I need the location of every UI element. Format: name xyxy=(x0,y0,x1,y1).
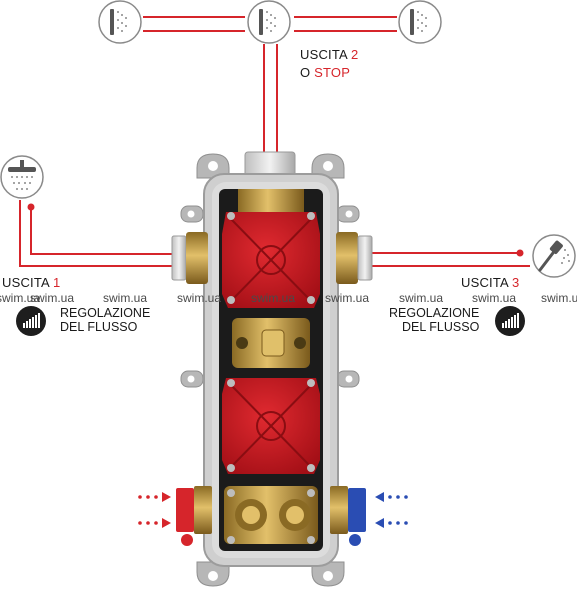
connection-lines xyxy=(19,16,530,267)
flow-right-line2: DEL FLUSSO xyxy=(401,320,480,334)
outlet-1-word: USCITA xyxy=(2,275,50,290)
flow-bars-icon xyxy=(502,313,519,328)
outlet-2-stop: STOP xyxy=(314,65,351,80)
watermark: swim.ua xyxy=(30,291,75,305)
watermark: swim.ua xyxy=(472,291,517,305)
cold-water-inlet xyxy=(330,486,366,546)
outlet-2-or: O xyxy=(300,65,311,80)
outlet-2-stop-label: O STOP xyxy=(300,65,350,80)
top-right-shower-icon xyxy=(398,0,442,44)
right-outlet-fitting xyxy=(336,232,373,284)
upper-red-cap xyxy=(222,212,320,308)
outlet-3-label: USCITA 3 xyxy=(461,275,519,290)
watermark: swim.ua xyxy=(0,291,41,305)
outlet-2-number: 2 xyxy=(351,47,359,62)
watermark: swim.ua xyxy=(103,291,148,305)
outlet-3-dot xyxy=(516,249,524,257)
watermark: swim.ua xyxy=(325,291,370,305)
flow-regulation-icon xyxy=(16,306,46,336)
outlet-2-label: USCITA 2 xyxy=(300,47,358,62)
outlet-3-number: 3 xyxy=(512,275,520,290)
flow-bars-icon xyxy=(23,313,40,328)
outlet-2-word: USCITA xyxy=(300,47,348,62)
hot-inlet-arrows xyxy=(138,492,171,528)
brass-inlet-block xyxy=(224,486,318,544)
watermark: swim.ua xyxy=(541,291,577,305)
flow-left-line2: DEL FLUSSO xyxy=(60,320,138,334)
brass-middle-section xyxy=(232,318,310,368)
watermark: swim.ua xyxy=(251,291,296,305)
flow-regulation-left-label: REGOLAZIONE DEL FLUSSO xyxy=(60,306,150,334)
top-center-shower-icon xyxy=(247,0,291,44)
watermark: swim.ua xyxy=(177,291,222,305)
flow-regulation-icon xyxy=(495,306,525,336)
watermark: swim.ua xyxy=(399,291,444,305)
outlet-3-word: USCITA xyxy=(461,275,509,290)
hand-shower-icon xyxy=(532,234,576,278)
overhead-shower-icon xyxy=(0,155,44,199)
lower-red-cap xyxy=(222,378,320,474)
left-outlet-fitting xyxy=(171,232,208,284)
hot-water-inlet xyxy=(176,486,212,546)
flow-regulation-right-label: REGOLAZIONE DEL FLUSSO xyxy=(389,306,479,334)
outlet-1-number: 1 xyxy=(53,275,61,290)
flow-right-line1: REGOLAZIONE xyxy=(389,306,480,320)
cold-inlet-arrows xyxy=(375,492,408,528)
top-left-shower-icon xyxy=(98,0,142,44)
outlet-1-label: USCITA 1 xyxy=(2,275,60,290)
outlet-1-dot xyxy=(27,203,35,211)
flow-left-line1: REGOLAZIONE xyxy=(60,306,151,320)
